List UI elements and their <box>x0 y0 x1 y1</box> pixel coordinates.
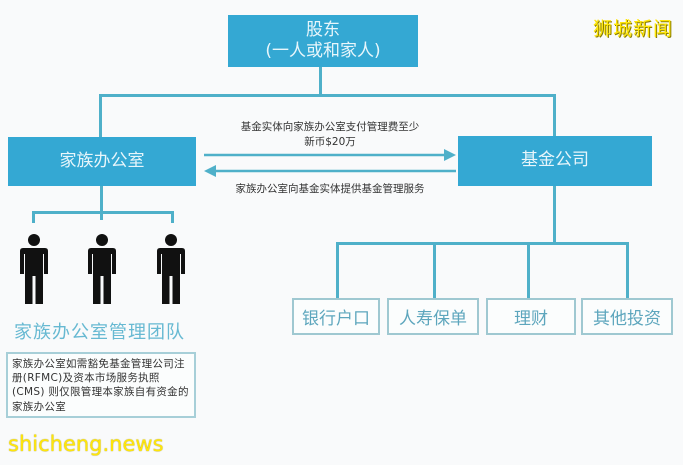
fee-label-line1: 基金实体向家族办公室支付管理费至少 <box>240 121 420 133</box>
connector-to-fund-company <box>553 94 556 136</box>
investment-label: 其他投资 <box>593 309 661 329</box>
exemption-note-box: 家族办公室如需豁免基金管理公司注册(RFMC)及资本市场服务执照 (CMS) 则… <box>6 352 196 418</box>
investment-label: 银行户口 <box>302 309 370 329</box>
connector-investment-4 <box>626 242 629 299</box>
fee-arrow-label: 基金实体向家族办公室支付管理费至少 新币$20万 <box>205 120 455 150</box>
family-office-label: 家族办公室 <box>59 150 145 171</box>
person-icon <box>88 234 116 304</box>
investment-life-insurance: 人寿保单 <box>387 298 479 335</box>
investment-wealth-management: 理财 <box>486 298 576 335</box>
investment-label: 理财 <box>514 309 548 329</box>
management-team-label: 家族办公室管理团队 <box>14 322 185 343</box>
connector-investments-horizontal <box>336 242 629 245</box>
connector-investment-3 <box>527 242 530 299</box>
connector-family-office-down <box>100 186 103 220</box>
fund-company-box: 基金公司 <box>458 136 652 186</box>
connector-to-family-office <box>99 94 102 137</box>
connector-person-1 <box>32 211 35 223</box>
connector-top-horizontal <box>99 94 556 97</box>
person-icon <box>20 234 48 304</box>
investment-label: 人寿保单 <box>399 309 467 329</box>
watermark-bottom-left: shicheng.news <box>8 432 164 456</box>
fee-label-line2: 新币$20万 <box>304 136 356 149</box>
connector-investment-1 <box>336 242 339 299</box>
shareholder-subtitle: (一人或和家人) <box>265 41 381 61</box>
family-office-box: 家族办公室 <box>8 137 196 186</box>
connector-shareholder-down <box>319 67 322 96</box>
exemption-note-text: 家族办公室如需豁免基金管理公司注册(RFMC)及资本市场服务执照 (CMS) 则… <box>12 358 189 413</box>
arrow-right-icon <box>204 149 456 177</box>
connector-team-horizontal <box>32 211 174 214</box>
service-arrow-label: 家族办公室向基金实体提供基金管理服务 <box>235 183 425 195</box>
investment-other: 其他投资 <box>581 298 673 335</box>
connector-investment-2 <box>433 242 436 299</box>
investment-bank-account: 银行户口 <box>292 298 380 335</box>
fund-company-label: 基金公司 <box>521 150 589 171</box>
connector-person-3 <box>171 211 174 223</box>
watermark-top-right: 狮城新闻 <box>592 18 673 40</box>
connector-fund-company-down <box>553 186 556 244</box>
shareholder-box: 股东 (一人或和家人) <box>228 15 418 67</box>
person-icon <box>157 234 185 304</box>
shareholder-title: 股东 <box>306 19 340 40</box>
